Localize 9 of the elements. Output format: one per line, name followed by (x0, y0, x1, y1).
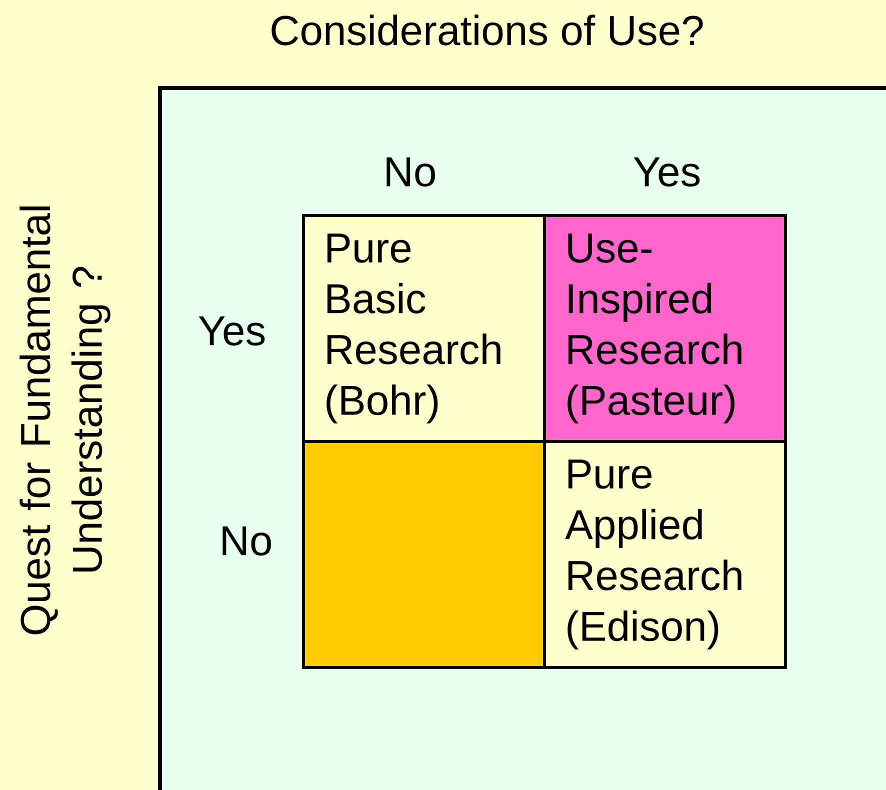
row-header: No (222, 526, 271, 556)
quadrant-cell: Pure Applied Research (Edison) (543, 440, 787, 669)
quadrant-cell: Use-Inspired Research (Pasteur) (543, 214, 787, 443)
column-header: Yes (634, 157, 700, 187)
column-header: No (386, 157, 435, 187)
quadrant-cell: Pure Basic Research (Bohr) (302, 214, 546, 443)
title: Considerations of Use? (272, 14, 703, 46)
axis-label: Quest for Fundamental Understanding ? (20, 206, 110, 634)
row-header: Yes (198, 316, 265, 346)
